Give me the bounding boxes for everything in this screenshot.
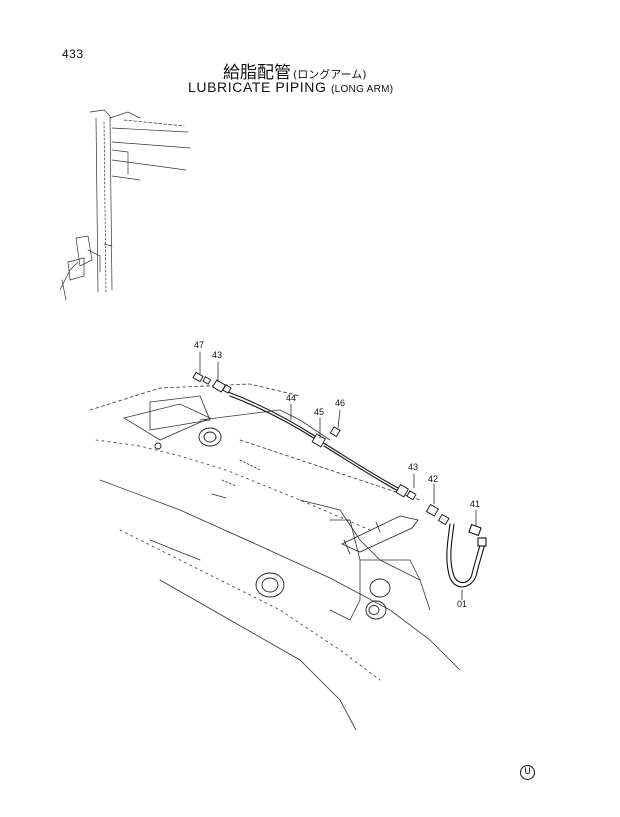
lubricate-pipe [227,391,401,493]
arm-structure [89,383,461,731]
title-english-sub: (LONG ARM) [330,84,394,95]
callout-43-lower: 43 [408,462,418,472]
callout-41: 41 [470,499,480,509]
hose-assembly [446,523,487,588]
tee-fitting [311,426,341,448]
page-number: 433 [62,47,84,61]
callout-labels: 47 43 44 45 46 43 42 41 01 [194,340,480,609]
fitting-lower [395,483,450,526]
callout-47: 47 [194,340,204,350]
corner-mark: U [520,765,535,780]
leader-lines [199,351,477,601]
arm-pins [154,427,391,620]
callout-01: 01 [457,599,467,609]
title-japanese-sub: (ロングアーム) [293,68,367,81]
fitting-upper [192,371,232,394]
title-japanese-main: 給脂配管 [223,63,291,83]
callout-46: 46 [335,398,345,408]
callout-43-upper: 43 [212,350,222,360]
callout-45: 45 [314,407,324,417]
title-english-main: LUBRICATE PIPING [188,79,327,95]
title-japanese: 給脂配管(ロングアーム) [223,58,367,83]
title-english: LUBRICATE PIPING (LONG ARM) [188,79,393,95]
callout-44: 44 [286,393,296,403]
callout-42: 42 [428,474,438,484]
key-map-sketch [59,109,191,301]
lower-bracket [341,515,419,555]
